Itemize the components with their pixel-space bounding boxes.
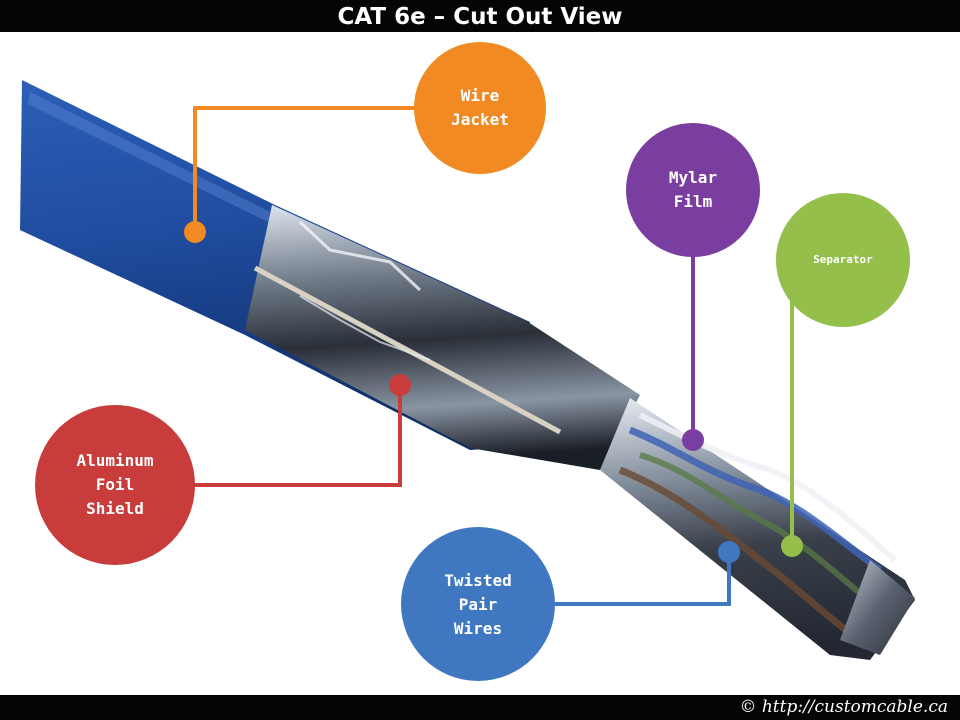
mylar-film-bubble bbox=[626, 123, 760, 257]
wire-jacket-marker bbox=[184, 221, 206, 243]
wire-jacket-bubble bbox=[414, 42, 546, 174]
callout-mylar-film: Mylar Film bbox=[626, 123, 760, 451]
callout-wire-jacket: Wire Jacket bbox=[184, 42, 546, 243]
pair-brown bbox=[618, 466, 862, 643]
mylar-film-label-line2: Film bbox=[674, 192, 713, 211]
wire-jacket-leader bbox=[193, 106, 480, 232]
callout-aluminum-foil-shield: Aluminum Foil Shield bbox=[35, 374, 411, 565]
page-title: CAT 6e – Cut Out View bbox=[337, 4, 623, 30]
foil-sheen-1 bbox=[298, 220, 422, 292]
twisted-pair-label-line3: Wires bbox=[454, 619, 502, 638]
separator-bubble bbox=[776, 193, 910, 327]
callout-twisted-pair-wires: Twisted Pair Wires bbox=[401, 527, 740, 681]
mylar-film-marker bbox=[682, 429, 704, 451]
footer-bar bbox=[0, 695, 960, 720]
mylar-film bbox=[600, 398, 915, 660]
twisted-pair-leader bbox=[478, 552, 731, 606]
foil-drain-wire bbox=[253, 265, 562, 435]
callout-separator: Separator bbox=[776, 193, 910, 557]
foil-shield bbox=[245, 205, 640, 470]
aluminum-foil-bubble bbox=[35, 405, 195, 565]
twisted-pair-marker bbox=[718, 541, 740, 563]
aluminum-foil-label-line2: Foil bbox=[96, 475, 135, 494]
mylar-film-label-line1: Mylar bbox=[669, 168, 717, 187]
foil-sheen-2 bbox=[299, 295, 431, 361]
copyright-text: © http://customcable.ca bbox=[739, 697, 948, 717]
twisted-pair-bubble bbox=[401, 527, 555, 681]
wire-jacket-label-line2: Jacket bbox=[451, 110, 509, 129]
pair-blue bbox=[628, 426, 883, 573]
aluminum-foil-label-line1: Aluminum bbox=[76, 451, 153, 470]
wire-jacket-label-line1: Wire bbox=[461, 86, 500, 105]
twisted-pair-label-line2: Pair bbox=[459, 595, 498, 614]
separator-marker bbox=[781, 535, 803, 557]
aluminum-foil-leader bbox=[115, 385, 402, 487]
separator-label: Separator bbox=[813, 253, 873, 266]
twisted-pair-label-line1: Twisted bbox=[444, 571, 511, 590]
aluminum-foil-marker bbox=[389, 374, 411, 396]
jacket-highlight bbox=[28, 92, 270, 222]
cable-tip bbox=[840, 560, 915, 655]
pair-green bbox=[639, 452, 887, 618]
title-bar bbox=[0, 0, 960, 32]
aluminum-foil-label-line3: Shield bbox=[86, 499, 144, 518]
